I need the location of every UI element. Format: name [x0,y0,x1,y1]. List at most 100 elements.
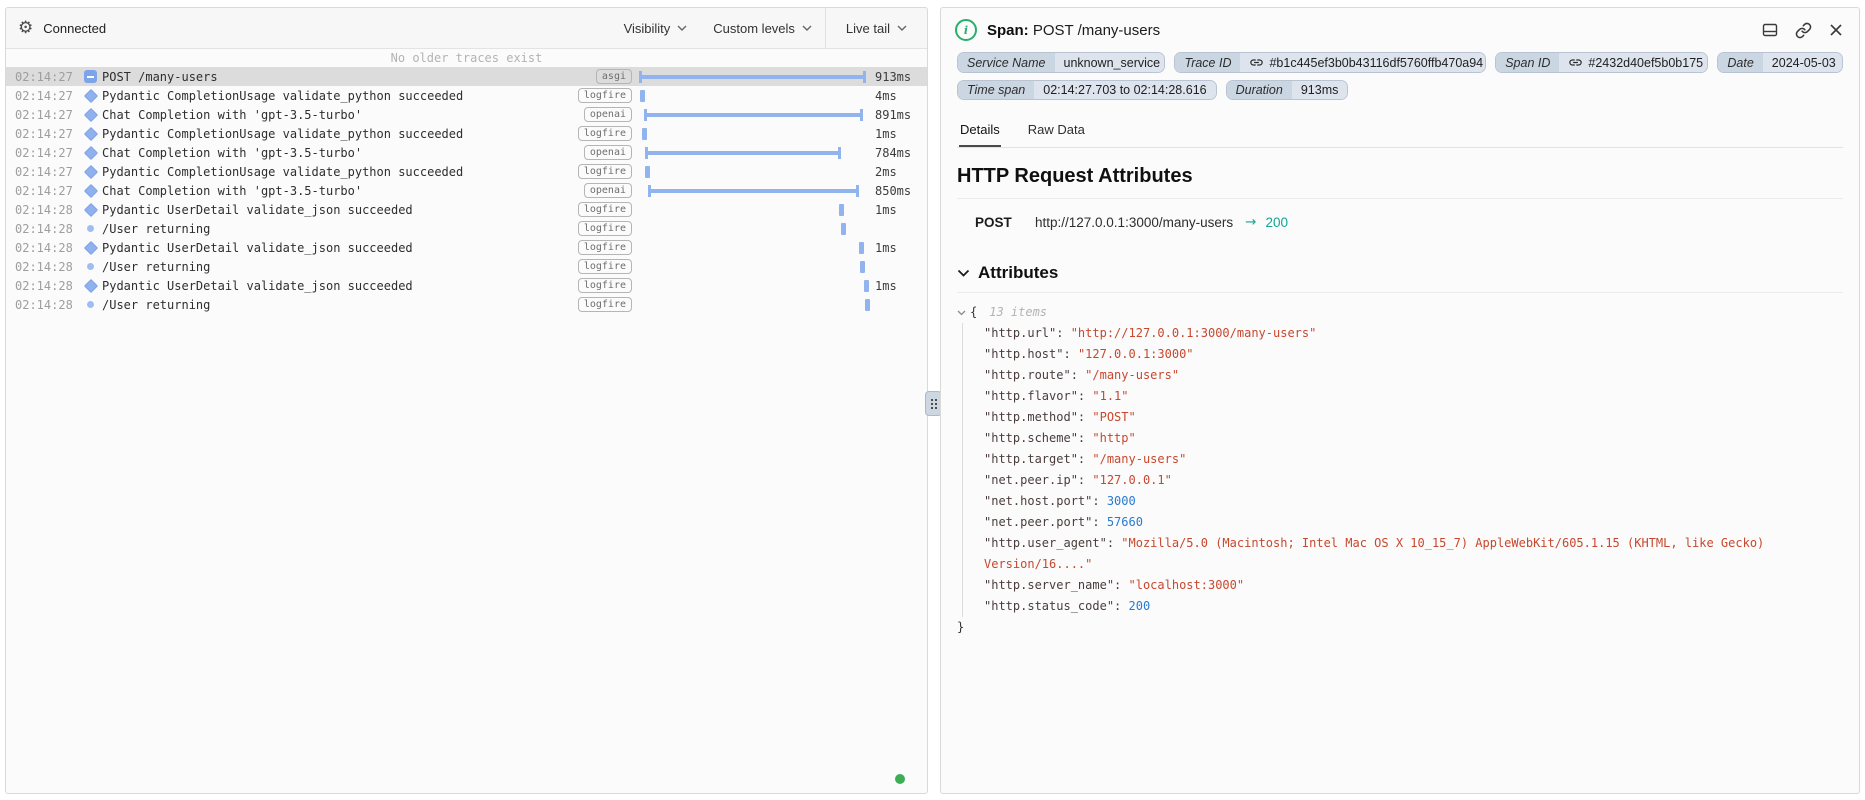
span-kind-icon [79,167,102,177]
span-duration-bar-zone [639,124,866,143]
json-key: "net.peer.port" [984,515,1092,529]
collapse-chevron-icon[interactable] [957,310,966,316]
json-key: "http.route" [984,368,1071,382]
json-entries: "http.url": "http://127.0.0.1:3000/many-… [962,323,1843,617]
trace-row[interactable]: 02:14:27 Pydantic CompletionUsage valida… [6,86,927,105]
trace-row[interactable]: 02:14:27 Chat Completion with 'gpt-3.5-t… [6,105,927,124]
live-tail-section: Live tail [825,8,927,48]
trace-row[interactable]: 02:14:28 /User returning logfire [6,257,927,276]
trace-row[interactable]: 02:14:27 Chat Completion with 'gpt-3.5-t… [6,181,927,200]
span-kind-icon [79,148,102,158]
chevron-down-icon [897,25,907,31]
badge-label: Date [1718,53,1762,72]
attributes-json-tree: { 13 items "http.url": "http://127.0.0.1… [957,302,1843,638]
span-duration-bar-zone [639,295,866,314]
live-tail-dropdown[interactable]: Live tail [826,21,927,36]
items-count: 13 items [989,302,1047,323]
badge-row-2: Time span 02:14:27.703 to 02:14:28.616 D… [957,80,1843,100]
json-value: "localhost:3000" [1129,578,1245,592]
detail-tab[interactable]: Raw Data [1027,115,1086,147]
span-duration-text: 891ms [866,108,927,122]
detail-tab[interactable]: Details [959,115,1001,147]
span-duration-text: 4ms [866,89,927,103]
panel-layout-icon[interactable] [1762,22,1778,38]
trace-row[interactable]: 02:14:28 Pydantic UserDetail validate_js… [6,200,927,219]
span-duration-bar-zone [639,276,866,295]
trace-row[interactable]: 02:14:28 Pydantic UserDetail validate_js… [6,238,927,257]
copy-link-icon[interactable] [1795,22,1812,39]
json-colon: : [1078,410,1092,424]
trace-rows: 02:14:27 POST /many-users asgi 913ms 02:… [6,67,927,314]
span-kind-icon [79,186,102,196]
trace-span-label: Chat Completion with 'gpt-3.5-turbo' [102,108,584,122]
span-kind-icon [79,243,102,253]
trace-row[interactable]: 02:14:27 Pydantic CompletionUsage valida… [6,162,927,181]
close-icon[interactable] [1829,23,1843,37]
json-colon: : [1071,368,1085,382]
span-duration-bar-zone [639,181,866,200]
json-attribute-row: "net.peer.port": 57660 [984,512,1843,533]
trace-row[interactable]: 02:14:27 POST /many-users asgi 913ms [6,67,927,86]
json-value: "POST" [1092,410,1135,424]
link-icon[interactable] [1568,55,1583,70]
custom-levels-dropdown[interactable]: Custom levels [700,21,825,36]
trace-row[interactable]: 02:14:28 Pydantic UserDetail validate_js… [6,276,927,295]
attributes-section-toggle[interactable]: Attributes [957,263,1843,293]
json-key: "http.method" [984,410,1078,424]
json-root-line: { 13 items [957,302,1843,323]
json-attribute-row: "http.status_code": 200 [984,596,1843,617]
trace-timestamp: 02:14:27 [6,89,79,103]
json-value: "http://127.0.0.1:3000/many-users" [1071,326,1317,340]
json-key: "net.host.port" [984,494,1092,508]
span-duration-bar-zone [639,238,866,257]
span-duration-text: 784ms [866,146,927,160]
span-detail-actions [1762,22,1843,39]
scope-tag-badge: logfire [578,202,632,217]
trace-row[interactable]: 02:14:28 /User returning logfire [6,295,927,314]
scope-tag-badge: logfire [578,278,632,293]
trace-span-label: POST /many-users [102,70,596,84]
trace-span-label: Pydantic CompletionUsage validate_python… [102,89,578,103]
info-icon: i [955,19,977,41]
json-colon: : [1092,515,1106,529]
http-status-code: 200 [1265,215,1288,230]
badge-value-text: unknown_service [1064,56,1161,70]
json-key: "http.server_name" [984,578,1114,592]
visibility-dropdown[interactable]: Visibility [611,21,701,36]
scope-tag-badge: logfire [578,164,632,179]
trace-span-label: Pydantic CompletionUsage validate_python… [102,127,578,141]
trace-timestamp: 02:14:27 [6,127,79,141]
badge-value-text: 2024-05-03 [1772,56,1836,70]
span-detail-header: i Span: POST /many-users [941,8,1859,45]
trace-row[interactable]: 02:14:27 Chat Completion with 'gpt-3.5-t… [6,143,927,162]
span-duration-text: 1ms [866,127,927,141]
trace-row[interactable]: 02:14:27 Pydantic CompletionUsage valida… [6,124,927,143]
json-colon: : [1114,578,1128,592]
settings-gear-icon[interactable]: ⚙ [18,20,33,37]
visibility-dropdown-label: Visibility [624,21,671,36]
scope-tag-badge: logfire [578,221,632,236]
json-attribute-row: "http.server_name": "localhost:3000" [984,575,1843,596]
json-key: "http.flavor" [984,389,1078,403]
trace-span-label: /User returning [102,298,578,312]
json-attribute-row: "http.target": "/many-users" [984,449,1843,470]
scope-tag-badge: logfire [578,88,632,103]
trace-timestamp: 02:14:28 [6,260,79,274]
span-kind-icon [79,70,102,83]
json-value: "/many-users" [1085,368,1179,382]
json-value: "http" [1092,431,1135,445]
link-icon[interactable] [1249,55,1264,70]
json-colon: : [1078,389,1092,403]
span-kind-icon [79,205,102,215]
span-duration-text: 1ms [866,241,927,255]
span-duration-bar-zone [639,257,866,276]
scope-tag-badge: logfire [578,297,632,312]
span-duration-bar-zone [639,162,866,181]
connection-status: Connected [43,21,106,36]
span-duration-text: 913ms [866,70,927,84]
trace-span-label: Pydantic UserDetail validate_json succee… [102,203,578,217]
json-key: "http.status_code" [984,599,1114,613]
custom-levels-dropdown-label: Custom levels [713,21,795,36]
metadata-badge: Time span 02:14:27.703 to 02:14:28.616 [957,80,1217,100]
trace-row[interactable]: 02:14:28 /User returning logfire [6,219,927,238]
